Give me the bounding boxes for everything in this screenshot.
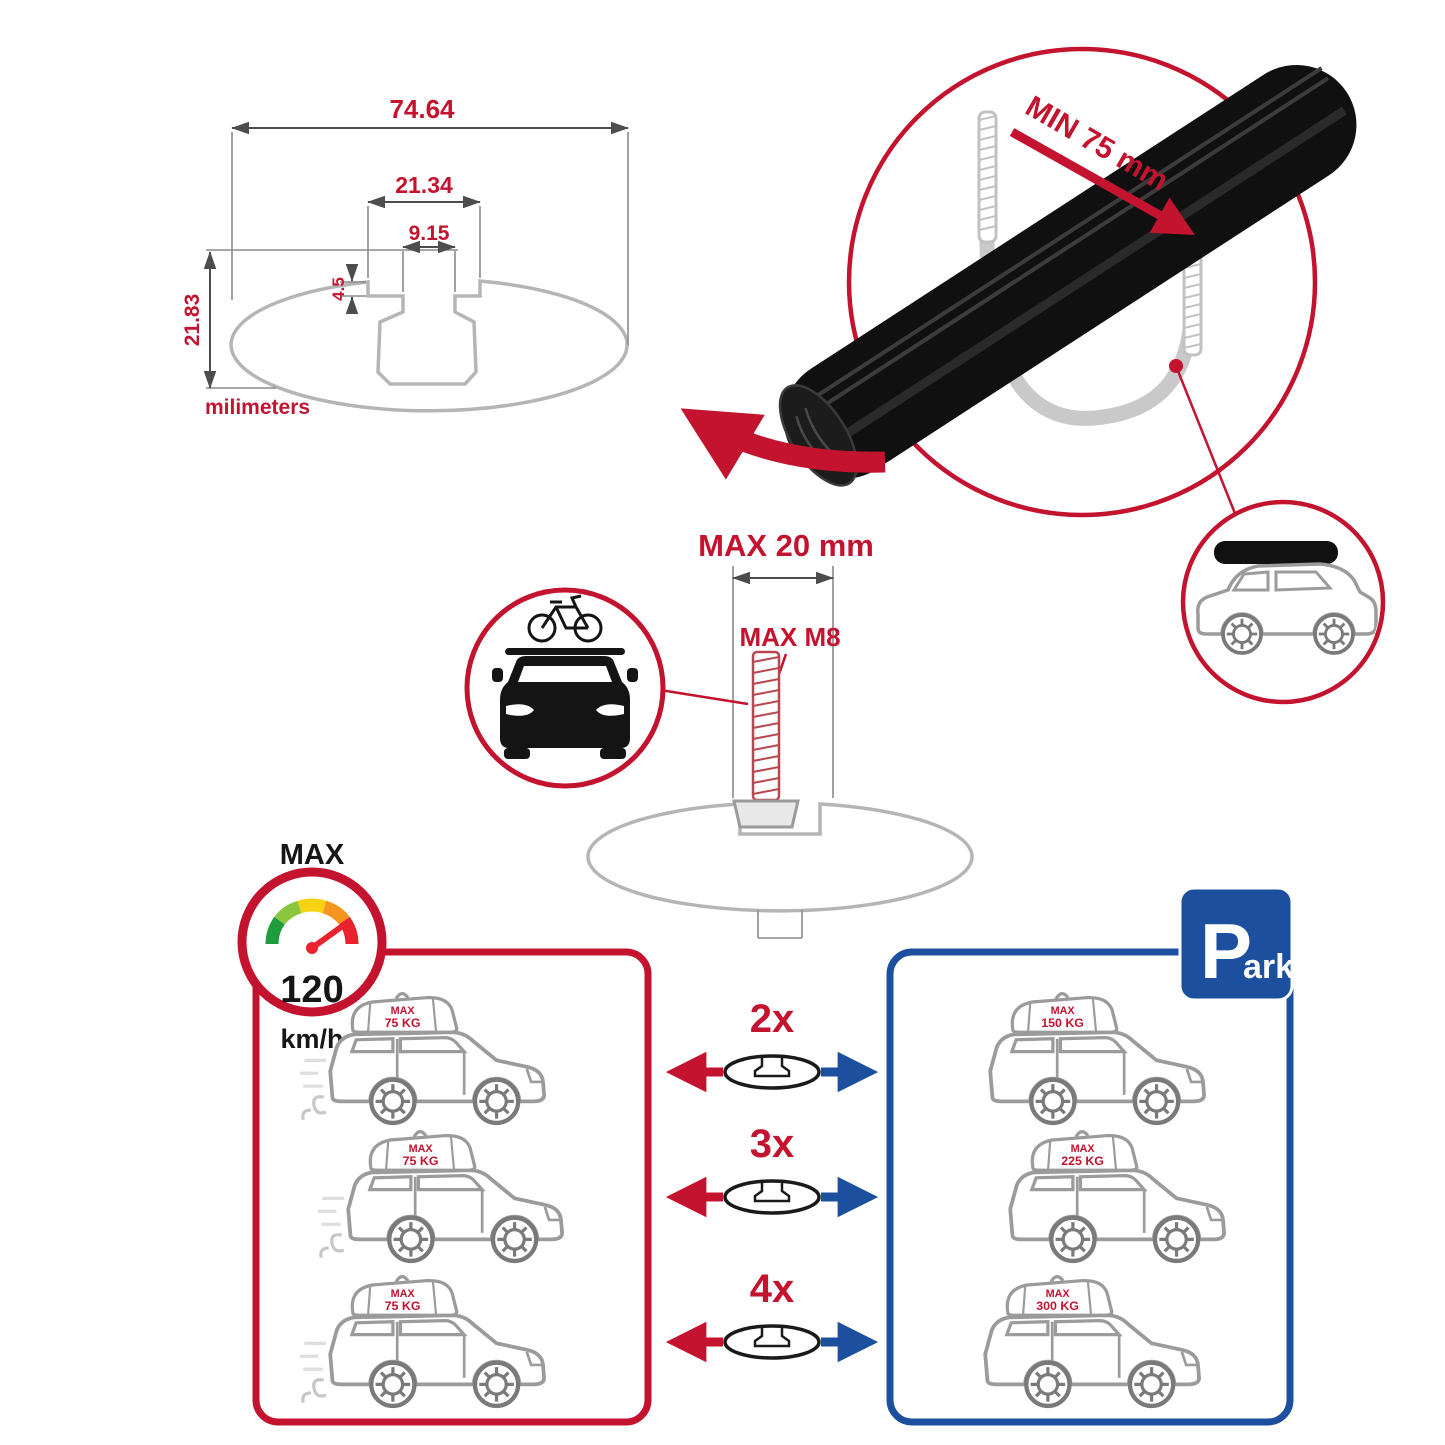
- load-value: 300 KG: [1036, 1299, 1079, 1313]
- dim-total-height-label: 21.83: [181, 294, 204, 347]
- bolt-thread-label: MAX M8: [739, 622, 840, 652]
- bike-icon: [527, 594, 603, 643]
- dim-step-depth-label: 4.5: [329, 277, 348, 301]
- crossbar-profile-outline: [229, 279, 629, 413]
- parked-car-row-3: MAX 300 KG: [985, 1274, 1199, 1406]
- park-sign-initial: P: [1200, 907, 1252, 995]
- multiplier-label: 2x: [750, 997, 795, 1041]
- load-value: 75 KG: [385, 1016, 421, 1030]
- load-value: 75 KG: [385, 1299, 421, 1313]
- dim-total-width-label: 74.64: [389, 94, 455, 124]
- load-label: MAX: [1071, 1143, 1096, 1155]
- suv-roofbox-bubble: [1180, 499, 1386, 705]
- crossbar-groove-lines: [798, 66, 1330, 419]
- speedometer-gauge-icon: [265, 898, 359, 945]
- crossbar-body: [783, 64, 1357, 480]
- crossbar-section-icon: [723, 1054, 821, 1090]
- car-front-icon: [492, 656, 638, 759]
- multiplier-label: 4x: [750, 1267, 795, 1311]
- bolt-head: [732, 799, 800, 829]
- gauge-needle: [309, 919, 351, 951]
- speed-units: km/h: [280, 1024, 343, 1054]
- multiplier-row-3: 4x: [665, 1267, 879, 1363]
- load-label: MAX: [391, 1288, 416, 1300]
- moving-car-row-2: MAX 75 KG: [316, 1129, 562, 1261]
- bolt-max-length-label: MAX 20 mm: [698, 528, 874, 563]
- bolt-profile-outline: [586, 802, 974, 913]
- speed-max-label: MAX: [280, 839, 345, 871]
- gauge-pivot: [306, 942, 318, 954]
- crossbar-render: [778, 64, 1357, 487]
- multiplier-row-2: 3x: [665, 1122, 879, 1218]
- crossbar-section-icon: [723, 1324, 821, 1360]
- multiplier-label: 3x: [750, 1122, 795, 1166]
- bolt-spec: MAX 20 mm MAX M8: [464, 528, 974, 939]
- load-label: MAX: [409, 1143, 434, 1155]
- units-label: milimeters: [205, 396, 310, 419]
- clamp-rod-left-threads: [978, 115, 997, 231]
- detail-to-diagram-arrow: [680, 408, 886, 480]
- park-sign-board: [1178, 886, 1294, 1002]
- suv-wheel-rear: [1313, 613, 1355, 655]
- crossbar-section-icon: [723, 1179, 821, 1215]
- bolt-dim-verticals: [732, 566, 834, 798]
- crossbar-section-slot: [753, 1057, 791, 1078]
- dim-slot-outer-label: 21.34: [395, 172, 453, 198]
- multiplier-row-1: 2x: [665, 997, 879, 1093]
- crossbar-section-slot: [753, 1327, 791, 1348]
- min-width-arrow: [1009, 128, 1195, 235]
- parked-car-row-1: MAX 150 KG: [990, 991, 1204, 1123]
- suv-windows: [1231, 570, 1334, 592]
- park-sign: P ark: [1178, 886, 1294, 1002]
- bolt-profile-stem: [757, 910, 803, 939]
- dim-slot-inner-label: 9.15: [409, 222, 450, 245]
- load-value: 150 KG: [1041, 1016, 1084, 1030]
- speed-limit: MAX 120 km/h: [237, 839, 387, 1054]
- park-sign-rest: ark: [1243, 948, 1294, 986]
- crossbar-dimension-diagram: 74.64 21.34 9.15 4.5 21.83 milimeters: [181, 94, 629, 419]
- crossbar-highlight: [831, 106, 1347, 446]
- load-label: MAX: [1046, 1288, 1071, 1300]
- bolt-threads: [752, 656, 780, 795]
- load-label: MAX: [1051, 1005, 1076, 1017]
- load-value: 225 KG: [1061, 1154, 1104, 1168]
- load-label: MAX: [391, 1005, 416, 1017]
- speed-value: 120: [280, 969, 343, 1011]
- load-value: 75 KG: [403, 1154, 439, 1168]
- crossbar-detail-view: MIN 75 mm: [680, 46, 1357, 518]
- clamp-pointer-line: [1174, 365, 1238, 517]
- moving-car-row-3: MAX 75 KG: [298, 1274, 544, 1406]
- crossbar-section-slot: [753, 1182, 791, 1203]
- extension-lines: [206, 132, 629, 389]
- roof-box: [1214, 541, 1338, 564]
- bubble-to-bolt-line: [659, 688, 749, 706]
- t-bolt: [732, 650, 800, 829]
- roof-bar-icon: [505, 648, 625, 655]
- bike-car-bubble: [464, 587, 749, 789]
- parked-car-row-2: MAX 225 KG: [1010, 1129, 1224, 1261]
- moving-car-row-1: MAX 75 KG: [298, 991, 544, 1123]
- suv-wheel-front: [1221, 613, 1263, 655]
